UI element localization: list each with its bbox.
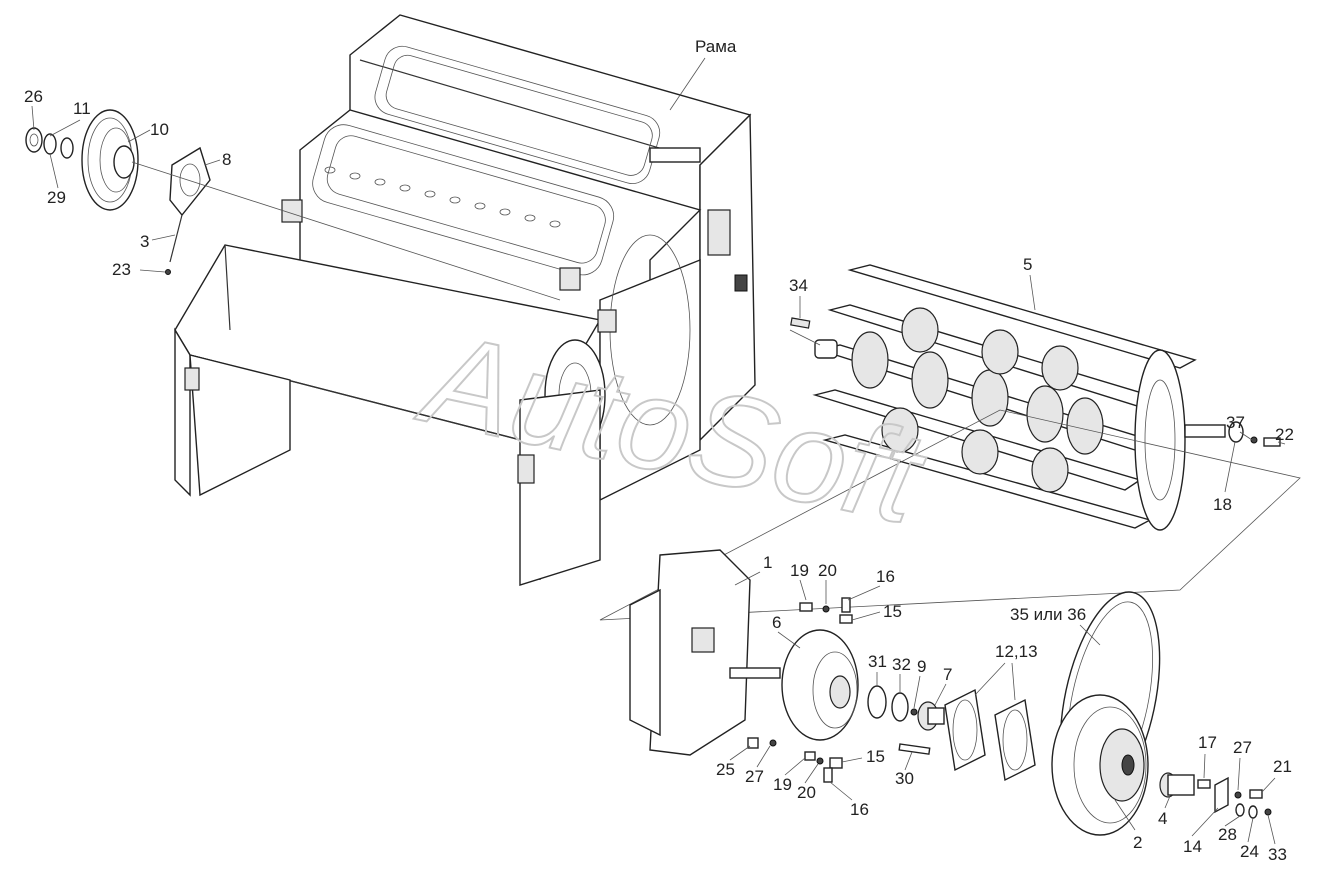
- label-20a: 20: [818, 561, 837, 580]
- left-pulley-group: [25, 109, 561, 301]
- label-28: 28: [1218, 825, 1237, 844]
- perforated-plate: [324, 166, 561, 228]
- label-32: 32: [892, 655, 911, 674]
- label-5: 5: [1023, 255, 1032, 274]
- label-27b: 27: [1233, 738, 1252, 757]
- label-19b: 19: [773, 775, 792, 794]
- label-8: 8: [222, 150, 231, 169]
- drum-segments: [851, 307, 1104, 493]
- label-11: 11: [73, 99, 91, 118]
- label-3: 3: [140, 232, 149, 251]
- drive-assembly: [629, 549, 1272, 836]
- label-20b: 20: [797, 783, 816, 802]
- label-25: 25: [716, 760, 735, 779]
- drive-leaders: [729, 571, 1276, 845]
- label-35-36: 35 или 36: [1010, 605, 1086, 624]
- label-10: 10: [150, 120, 169, 139]
- label-21: 21: [1273, 757, 1292, 776]
- label-22: 22: [1275, 425, 1294, 444]
- label-7: 7: [943, 665, 952, 684]
- frame-housing: [174, 14, 756, 586]
- label-1: 1: [763, 553, 772, 572]
- label-16b: 16: [850, 800, 869, 819]
- label-37: 37: [1226, 413, 1245, 432]
- label-31: 31: [868, 652, 887, 671]
- label-18: 18: [1213, 495, 1232, 514]
- label-33: 33: [1268, 845, 1287, 864]
- label-9: 9: [917, 657, 926, 676]
- label-19a: 19: [790, 561, 809, 580]
- label-26: 26: [24, 87, 43, 106]
- label-2: 2: [1133, 833, 1142, 852]
- label-30: 30: [895, 769, 914, 788]
- label-16a: 16: [876, 567, 895, 586]
- label-34: 34: [789, 276, 808, 295]
- label-14: 14: [1183, 837, 1202, 856]
- label-12-13: 12,13: [995, 642, 1038, 661]
- label-27a: 27: [745, 767, 764, 786]
- label-6: 6: [772, 613, 781, 632]
- label-15a: 15: [883, 602, 902, 621]
- label-15b: 15: [866, 747, 885, 766]
- label-24: 24: [1240, 842, 1259, 861]
- threshing-drum: [599, 264, 1301, 621]
- label-4: 4: [1158, 809, 1167, 828]
- drum-leaders: [799, 274, 1286, 493]
- leader-frame: [669, 57, 706, 111]
- label-29: 29: [47, 188, 66, 207]
- left-leaders: [31, 105, 221, 273]
- label-17: 17: [1198, 733, 1217, 752]
- label-frame: Рама: [695, 37, 737, 56]
- label-23: 23: [112, 260, 131, 279]
